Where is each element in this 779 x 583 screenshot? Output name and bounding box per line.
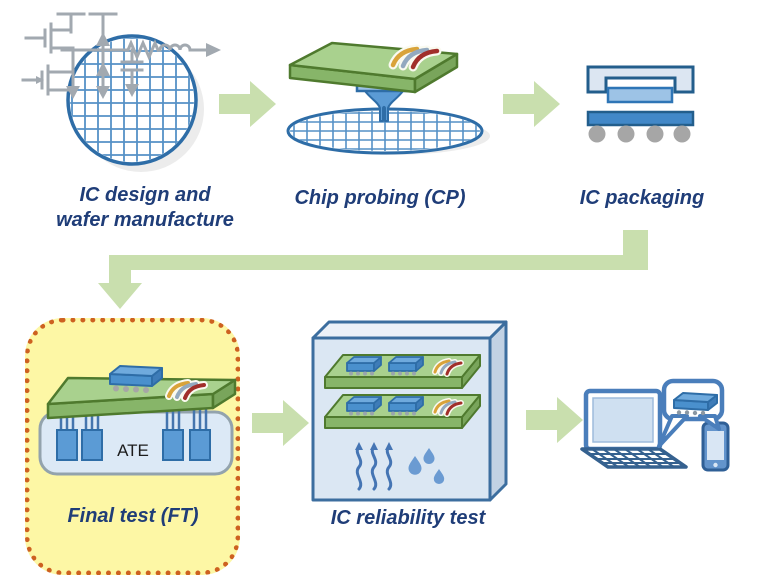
stage-label-packaging: IC packaging — [579, 187, 705, 209]
arrow-right-icon — [503, 81, 560, 127]
test-sockets-icon — [56, 429, 211, 461]
probe-needle-icon — [364, 90, 404, 122]
chip-speech-bubble-icon — [657, 378, 725, 448]
package-lid-icon — [586, 65, 695, 94]
ate-tester-icon: ATE — [38, 365, 237, 476]
substrate-icon — [586, 110, 695, 127]
swoosh-logo-icon — [388, 44, 442, 72]
arrow-right-icon — [252, 400, 309, 446]
burn-in-board-icon — [325, 395, 480, 428]
stage-label-line: IC design and — [79, 184, 211, 206]
burn-in-board-icon — [325, 355, 480, 388]
dut-chip-icon — [109, 365, 163, 393]
stage-label-probing: Chip probing (CP) — [294, 187, 466, 209]
arrow-right-icon — [219, 81, 276, 127]
keyboard-icon — [589, 448, 679, 468]
moisture-icon — [408, 448, 445, 485]
die-icon — [606, 86, 674, 104]
solder-balls-icon — [588, 125, 691, 143]
swoosh-logo-icon — [165, 379, 208, 402]
stage-label-design: IC design and wafer manufacture — [28, 183, 262, 233]
reliability-chamber-icon — [311, 320, 508, 502]
stage-label-line: wafer manufacture — [56, 209, 234, 231]
wafer-schematic-icon — [21, 12, 221, 172]
stage-label-final-test: Final test (FT) — [67, 505, 199, 527]
elbow-arrow-down-icon — [98, 230, 648, 309]
ate-machine-label: ATE — [117, 441, 149, 460]
heat-icon — [355, 442, 393, 491]
probe-card-wafer-icon — [286, 41, 490, 155]
packaged-chip-icon — [586, 65, 695, 143]
arrow-right-icon — [526, 397, 583, 443]
socket-pins-icon — [59, 408, 208, 430]
laptop-phone-chip-icon — [580, 378, 730, 472]
chip-icon — [673, 392, 718, 416]
stage-label-reliability: IC reliability test — [330, 507, 486, 529]
laptop-icon — [580, 388, 688, 469]
smartphone-icon — [701, 421, 730, 472]
